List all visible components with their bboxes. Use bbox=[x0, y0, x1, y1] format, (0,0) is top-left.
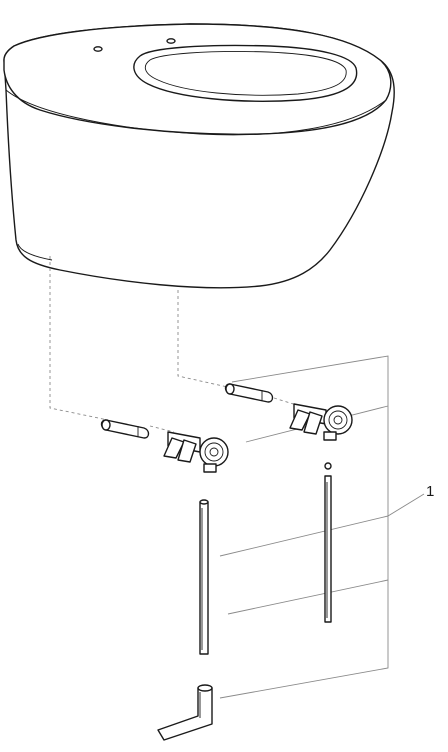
bowl-opening-inner bbox=[144, 51, 347, 96]
fixing-hole-left bbox=[93, 46, 103, 52]
fixing-bracket-right bbox=[289, 403, 353, 441]
angled-connector bbox=[157, 684, 213, 741]
sleeve-left bbox=[100, 419, 150, 439]
alignment-lines bbox=[49, 256, 301, 433]
alignment-sleeve-to-bracket-right bbox=[273, 397, 301, 407]
set-bracket-outline bbox=[219, 355, 389, 699]
alignment-line-right bbox=[177, 290, 233, 389]
threaded-rod-right bbox=[324, 462, 332, 623]
bowl-opening-outer bbox=[133, 44, 358, 102]
set-tick-3 bbox=[227, 579, 389, 615]
alignment-line-left bbox=[49, 256, 109, 421]
bowl-front-edge bbox=[5, 89, 387, 136]
set-bracket bbox=[219, 355, 425, 699]
fixing-hole-right bbox=[166, 38, 176, 44]
alignment-sleeve-to-bracket-left bbox=[149, 425, 175, 433]
sleeve-right bbox=[224, 383, 274, 403]
item-number-callout: 1 bbox=[426, 483, 435, 500]
toilet-bowl bbox=[3, 23, 395, 289]
fixing-bracket-left bbox=[163, 431, 229, 473]
set-tick-2 bbox=[219, 515, 389, 557]
threaded-rod-left bbox=[199, 499, 209, 655]
bowl-back-edge bbox=[17, 243, 53, 261]
callout-leader bbox=[387, 493, 425, 517]
